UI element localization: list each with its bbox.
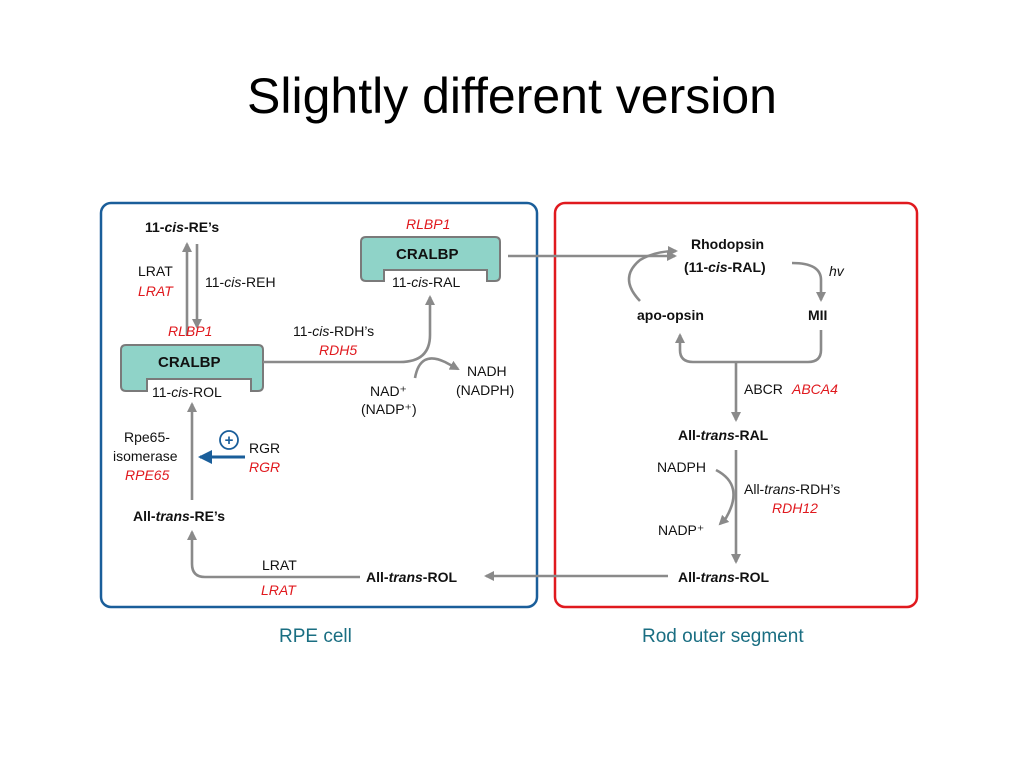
isomerase-gene: RPE65 bbox=[125, 467, 170, 483]
cralbp-left-box bbox=[120, 344, 264, 392]
abcr-enzyme: ABCR bbox=[744, 381, 783, 397]
nad-nadh-arrow bbox=[413, 357, 460, 379]
cralbp-left-ligand: 11-cis-ROL bbox=[152, 384, 222, 400]
light-arrow bbox=[791, 261, 826, 302]
cralbp-right-label: CRALBP bbox=[396, 246, 459, 263]
cis-re-label: 11-cis-RE’s bbox=[145, 219, 219, 235]
ros-panel-border bbox=[553, 201, 919, 609]
trans-rol-right-label: All-trans-ROL bbox=[678, 569, 769, 585]
rgr-enzyme: RGR bbox=[249, 440, 280, 456]
rgr-gene: RGR bbox=[249, 459, 280, 475]
cralbp-right-box bbox=[360, 236, 501, 282]
rgr-plus-sign: + bbox=[225, 432, 234, 449]
mii-decay-arrow bbox=[675, 330, 823, 364]
nadph-label: NADPH bbox=[657, 459, 706, 475]
hv-label: hv bbox=[829, 263, 845, 279]
nadph-nadp-arrow bbox=[715, 468, 735, 526]
mii-label: MII bbox=[808, 307, 827, 323]
rdh-oxidation-arrow bbox=[263, 295, 435, 364]
cralbp-right-gene: RLBP1 bbox=[406, 216, 450, 232]
lrat-bottom-arrow bbox=[187, 530, 360, 579]
nadph-label: (NADPH) bbox=[456, 382, 514, 398]
rgr-plus-circle bbox=[219, 430, 239, 450]
nadh-label: NADH bbox=[467, 363, 507, 379]
cralbp-left-label: CRALBP bbox=[158, 354, 221, 371]
lrat-bottom-gene: LRAT bbox=[261, 582, 297, 598]
lrat-top-gene: LRAT bbox=[138, 283, 174, 299]
lrat-top-enzyme: LRAT bbox=[138, 263, 173, 279]
ros-rdh-gene: RDH12 bbox=[772, 500, 818, 516]
trans-rol-left-label: All-trans-ROL bbox=[366, 569, 457, 585]
trans-re-label: All-trans-RE’s bbox=[133, 508, 225, 524]
rhodopsin-label: Rhodopsin bbox=[691, 236, 764, 252]
nadp-label-ros: NADP⁺ bbox=[658, 522, 704, 538]
regeneration-arrow bbox=[627, 246, 678, 302]
cralbp-right-ligand: 11-cis-RAL bbox=[392, 274, 460, 290]
rpe-caption: RPE cell bbox=[279, 626, 352, 647]
rpe-panel-border bbox=[99, 201, 539, 609]
abcr-gene: ABCA4 bbox=[791, 381, 838, 397]
rhodopsin-ligand: (11-cis-RAL) bbox=[684, 259, 766, 275]
slide-title: Slightly different version bbox=[247, 68, 777, 124]
lrat-bottom-enzyme: LRAT bbox=[262, 557, 297, 573]
trans-ral-label: All-trans-RAL bbox=[678, 427, 769, 443]
nadp-label: (NADP⁺) bbox=[361, 401, 417, 417]
isomerase-line2: isomerase bbox=[113, 448, 178, 464]
apo-opsin-label: apo-opsin bbox=[637, 307, 704, 323]
ros-caption: Rod outer segment bbox=[642, 626, 804, 647]
isomerase-line1: Rpe65- bbox=[124, 429, 170, 445]
cralbp-left-gene: RLBP1 bbox=[168, 323, 212, 339]
nad-label: NAD⁺ bbox=[370, 383, 407, 399]
rdh-enzyme: 11-cis-RDH’s bbox=[293, 323, 374, 339]
reh-label: 11-cis-REH bbox=[205, 274, 276, 290]
rdh-gene: RDH5 bbox=[319, 342, 357, 358]
ros-rdh-enzyme: All-trans-RDH’s bbox=[744, 481, 840, 497]
